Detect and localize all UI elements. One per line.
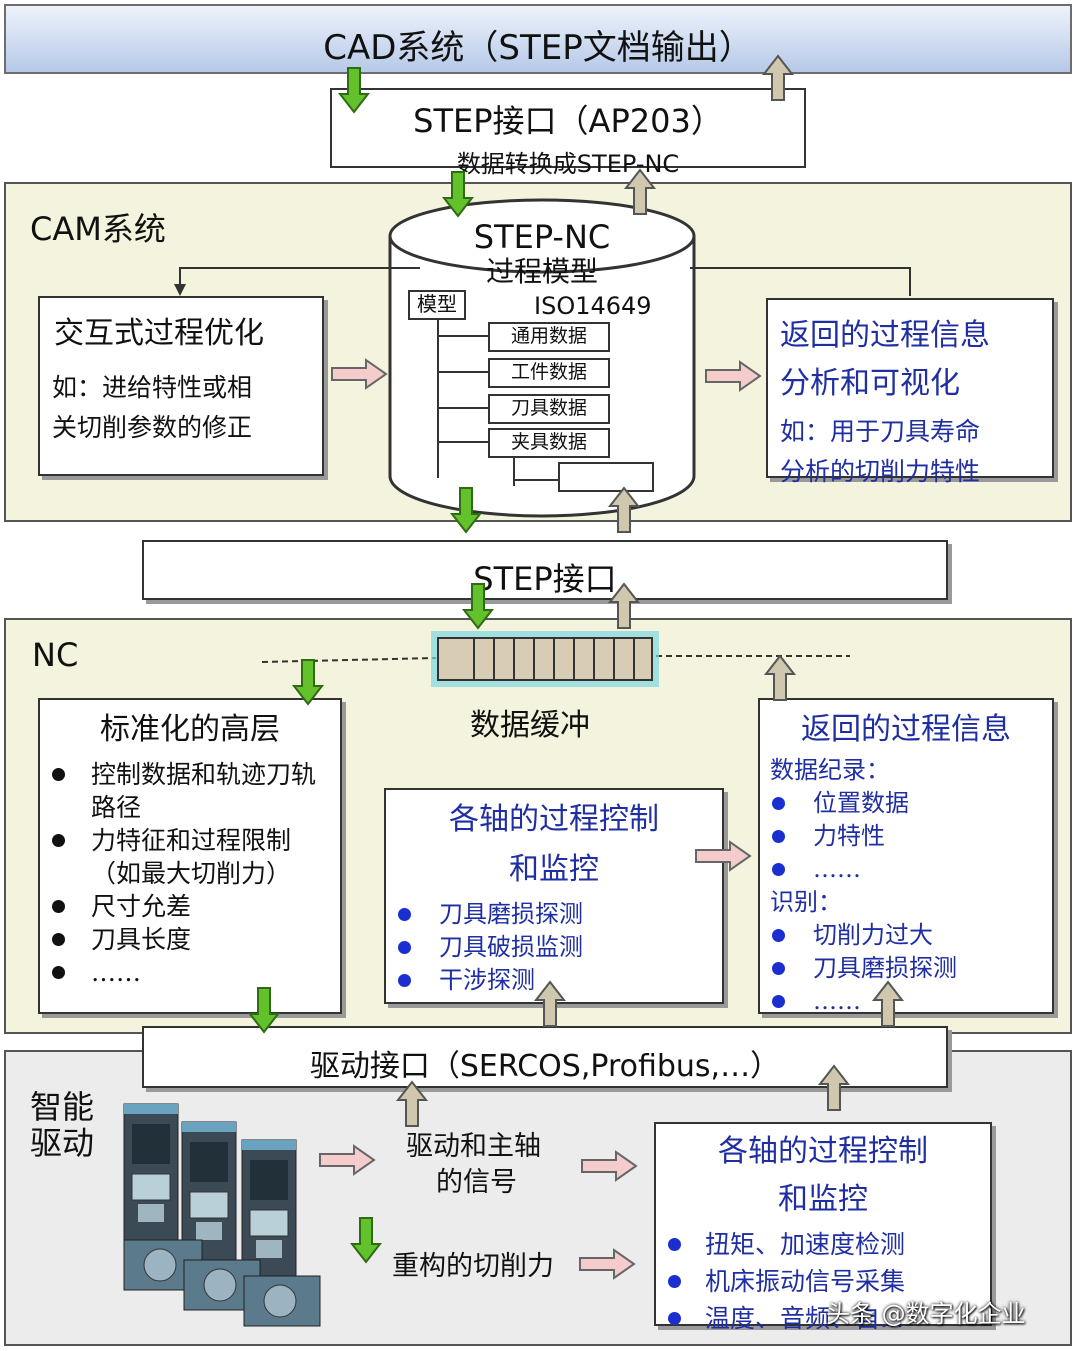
drive-spindle-signal-2: 的信号 — [436, 1167, 517, 1198]
list-item: 位置数据 — [770, 787, 1052, 820]
model-item-general: 通用数据 — [488, 322, 610, 352]
model-label: 模型 — [408, 290, 466, 320]
list-item: 干涉探测 — [398, 964, 722, 997]
model-item-fixture: 夹具数据 — [488, 428, 610, 458]
list-item: 切削力过大 — [770, 919, 1052, 952]
nc-label: NC — [32, 636, 79, 674]
step-interface-title: STEP接口 — [473, 560, 617, 598]
cam-label: CAM系统 — [30, 210, 166, 248]
standardized-high-level-title: 标准化的高层 — [100, 712, 280, 747]
model-item-workpiece: 工件数据 — [488, 358, 610, 388]
process-info-analysis-box: 返回的过程信息 分析和可视化 如：用于刀具寿命 分析的切削力特性 — [766, 298, 1054, 486]
reconstructed-cutting-force: 重构的切削力 — [392, 1251, 554, 1282]
interactive-optimization-title: 交互式过程优化 — [54, 316, 264, 351]
list-item-continuation: （如最大切削力） — [91, 859, 292, 888]
axis-control-title-2: 和监控 — [509, 852, 599, 887]
step-ap203-box: STEP接口（AP203） 数据转换成STEP-NC — [330, 88, 806, 178]
db-title-2: 过程模型 — [485, 255, 598, 288]
list-item: 尺寸允差 — [52, 890, 340, 923]
drive-label-2: 驱动 — [30, 1124, 95, 1162]
list-item: 机床振动信号采集 — [668, 1263, 990, 1300]
db-title-1: STEP-NC — [473, 218, 611, 256]
list-item: 力特性 — [770, 820, 1052, 853]
drive-spindle-signal-1: 驱动和主轴 — [406, 1131, 541, 1162]
watermark: 头条 @数字化企业 — [826, 1300, 1026, 1328]
drive-axis-control-box: 各轴的过程控制 和监控 扭矩、加速度检测 机床振动信号采集 温度、音频、自... — [654, 1122, 992, 1333]
list-item: 控制数据和轨迹刀轨 — [52, 758, 340, 791]
list-item: 刀具磨损探测 — [770, 952, 1052, 985]
drive-axis-control-title-1: 各轴的过程控制 — [718, 1134, 928, 1169]
process-info-analysis-text-1: 如：用于刀具寿命 — [780, 417, 981, 446]
list-item-continuation: 路径 — [91, 793, 142, 822]
list-item: 刀具长度 — [52, 923, 340, 956]
cad-title: CAD系统（STEP文档输出） — [323, 28, 753, 68]
list-item: 刀具破损监测 — [398, 931, 722, 964]
axis-control-title-1: 各轴的过程控制 — [449, 802, 659, 837]
list-item: …… — [770, 985, 1052, 1018]
step-interface-bar: STEP接口 — [142, 540, 948, 600]
interactive-optimization-text-2: 关切削参数的修正 — [52, 413, 253, 442]
drive-axis-control-title-2: 和监控 — [778, 1182, 868, 1217]
interactive-optimization-box: 交互式过程优化 如：进给特性或相 关切削参数的修正 — [38, 296, 324, 476]
process-info-analysis-title-2: 分析和可视化 — [780, 366, 960, 401]
list-item: 扭矩、加速度检测 — [668, 1226, 990, 1263]
step-ap203-subtitle: 数据转换成STEP-NC — [456, 150, 680, 178]
cad-bar — [4, 4, 1072, 74]
step-ap203-title: STEP接口（AP203） — [413, 102, 723, 140]
drive-interface-bar: 驱动接口（SERCOS,Profibus,…） — [142, 1026, 948, 1088]
data-buffer-graphic — [261, 631, 850, 687]
list-item: …… — [770, 853, 1052, 886]
process-info-analysis-title-1: 返回的过程信息 — [780, 318, 990, 353]
list-item: 温度、音频、自... — [668, 1300, 990, 1337]
list-item: …… — [52, 956, 340, 989]
servo-drives-illustration — [123, 1103, 321, 1327]
list-item: 刀具磨损探测 — [398, 898, 722, 931]
iso-label: ISO14649 — [534, 292, 652, 320]
returned-process-info-box: 返回的过程信息 数据纪录： 位置数据 力特性 …… 识别： 切削力过大 刀具磨损… — [758, 698, 1054, 1015]
data-buffer-label: 数据缓冲 — [470, 708, 590, 743]
recognition-label: 识别： — [770, 888, 842, 916]
returned-process-info-title: 返回的过程信息 — [801, 712, 1011, 747]
drive-interface-title: 驱动接口（SERCOS,Profibus,…） — [309, 1049, 781, 1084]
list-item: 力特征和过程限制 — [52, 824, 340, 857]
data-record-label: 数据纪录： — [770, 756, 890, 784]
axis-control-box: 各轴的过程控制 和监控 刀具磨损探测 刀具破损监测 干涉探测 — [384, 788, 724, 1004]
process-info-analysis-text-2: 分析的切削力特性 — [780, 457, 981, 486]
interactive-optimization-text-1: 如：进给特性或相 — [52, 373, 253, 402]
standardized-high-level-box: 标准化的高层 控制数据和轨迹刀轨 路径 力特征和过程限制 （如最大切削力） 尺寸… — [38, 698, 342, 1014]
model-item-empty — [558, 462, 654, 492]
model-item-tool: 刀具数据 — [488, 394, 610, 424]
drive-label-1: 智能 — [30, 1088, 95, 1126]
